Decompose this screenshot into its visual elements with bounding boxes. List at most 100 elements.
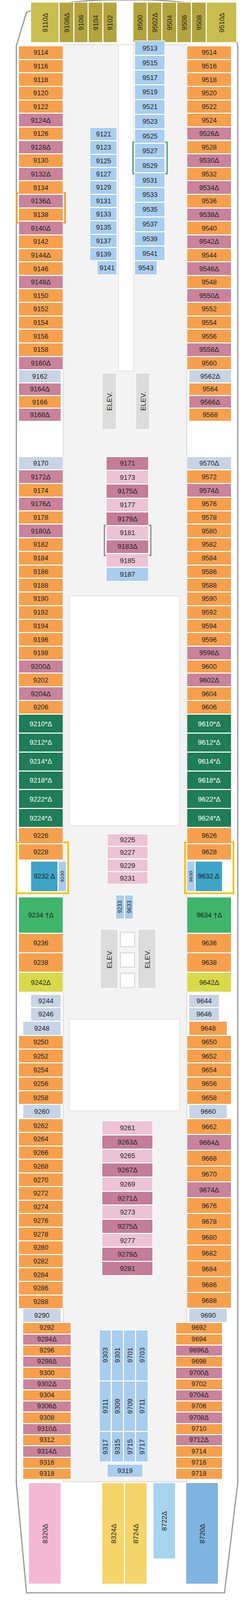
cabin-box: 9282 (18, 1256, 64, 1271)
cabin-number: 9674Δ (199, 1188, 220, 1196)
corridor (118, 44, 134, 372)
cabin-number: 9294Δ (37, 1338, 57, 1345)
cabin-box: 9514 (186, 45, 232, 60)
cabin-box: 9192 (18, 606, 64, 621)
cabin-box: 9584 (186, 552, 232, 566)
cabin-box: 9560 (186, 357, 232, 371)
cabin-box: 9664Δ (186, 1136, 232, 1152)
cabin-box: 8724Δ (124, 1484, 148, 1587)
cabin-box: 9582 (186, 538, 232, 553)
cabin-box: 9540 (186, 221, 232, 236)
cabin-number: 9238 (33, 960, 49, 968)
cabin-box: 9308 (22, 1414, 72, 1426)
cabin-box: 9570Δ (186, 457, 232, 471)
cabin-number: 9284 (33, 1273, 49, 1281)
cabin-box: 9576 (186, 497, 232, 512)
cabin-number: 9254 (33, 1068, 49, 1075)
cabin-number: 9118 (33, 76, 48, 84)
cabin-box: 9180Δ (18, 524, 64, 539)
cabin-number: 9250 (33, 1040, 49, 1047)
cabin-number: 9184 (33, 555, 49, 563)
cabin-box: 9176Δ (18, 497, 64, 512)
cabin-box: 9520 (186, 86, 232, 101)
cabin-number: 9263Δ (117, 1140, 138, 1148)
cabin-number: 9646 (196, 1012, 212, 1019)
cabin-box: 9178 (18, 511, 64, 526)
cabin-box: 9258 (18, 1092, 64, 1107)
cabin-box: 9658 (186, 1092, 232, 1107)
cabin-box: 9218*Δ (18, 772, 64, 792)
cabin-box: 9594 (186, 620, 232, 634)
cabin-number: 9218*Δ (29, 777, 53, 785)
cabin-number: 9303 (101, 1349, 109, 1365)
cabin-number: 9529 (142, 162, 158, 170)
cabin-number: 9228 (33, 849, 49, 857)
cabin-box: 9552 (186, 302, 232, 317)
cabin-number: 9194 (33, 623, 49, 631)
cabin-number: 9166 (32, 399, 48, 407)
cabin-box: 9701 (123, 1331, 136, 1383)
cabin-number: 9178 (33, 514, 49, 522)
cabin-box: 9175Δ (106, 484, 149, 499)
cabin-number: 9710 (191, 1427, 207, 1435)
cabin-number: 9300 (39, 1371, 55, 1379)
cabin-box: 9531 (134, 172, 166, 188)
cabin-number: 9128Δ (31, 143, 52, 151)
cabin-number: 9206 (33, 704, 49, 712)
cabin-number: 9548 (201, 279, 217, 286)
cabin-box: 9676 (186, 1199, 232, 1216)
elevator-box: ELEV. (101, 373, 117, 431)
cabin-box: 9262 (18, 1120, 64, 1134)
cabin-box: 9703 (135, 1331, 148, 1383)
cabin-number: 9298Δ (37, 1360, 57, 1368)
cabin-number: 9233 (117, 901, 123, 915)
cabin-box: 9532 (186, 167, 232, 182)
cabin-box: 9261 (101, 1122, 153, 1137)
cabin-number: 9550Δ (199, 292, 220, 300)
cabin-number: 9226 (33, 833, 49, 841)
cabin-number: 9541 (142, 250, 158, 258)
cabin-number: 9141 (99, 264, 115, 272)
cabin-number: 9632 Δ (197, 873, 220, 881)
cabin-box: 9164Δ (18, 383, 62, 397)
cabin-number: 9137 (95, 237, 112, 245)
cabin-number: 9598Δ (199, 650, 220, 658)
cabin-number: 9129 (95, 184, 112, 191)
cabin-box: 9510Δ (206, 2, 237, 43)
cabin-box: 9130 (18, 154, 64, 168)
cabin-number: 9717 (138, 1441, 146, 1457)
cabin-number: 9658 (201, 1095, 217, 1103)
elevator-box: ELEV. (100, 930, 119, 990)
cabin-box: 9114 (18, 45, 64, 60)
cabin-number: 9539 (142, 235, 158, 243)
cabin-number: 9518 (201, 76, 217, 84)
cabin-number: 9183Δ (117, 543, 138, 551)
cabin-number: 9552 (201, 305, 217, 313)
elevator-box: ELEV. (137, 930, 157, 990)
cabin-box: 9294Δ (22, 1335, 72, 1348)
hull (16, 0, 238, 1595)
cabin-box: 9517 (134, 70, 166, 85)
cabin-number: 9532 (201, 170, 217, 178)
cabin-number: 9138 (33, 211, 49, 219)
cabin-number: 8722Δ (160, 1513, 168, 1534)
cabin-number: 9544 (201, 252, 217, 259)
cabin-box: 9125 (89, 154, 118, 168)
cabin-number: 9131 (95, 197, 112, 205)
cabin-number: 9231 (119, 876, 136, 883)
cabin-number: 9187 (119, 571, 136, 579)
cabin-number: 9302Δ (37, 1382, 57, 1390)
cabin-number: 9279Δ (117, 1252, 138, 1260)
cabin-number: 9558Δ (199, 346, 220, 354)
highlight-outline (185, 843, 234, 895)
cabin-box: 9160Δ (18, 357, 64, 371)
cabin-box: 9200Δ (18, 660, 64, 675)
cabin-box: 9185 (106, 554, 149, 569)
cabin-box: 9129 (89, 180, 118, 195)
cabin-box: 9272 (18, 1188, 64, 1203)
cabin-box: 9654 (186, 1064, 232, 1079)
cabin-number: 9533 (142, 191, 158, 199)
cabin-number: 9711 (138, 1400, 146, 1416)
cabin-box: 9179Δ (106, 512, 149, 527)
cabin-number: 9610*Δ (197, 721, 221, 729)
